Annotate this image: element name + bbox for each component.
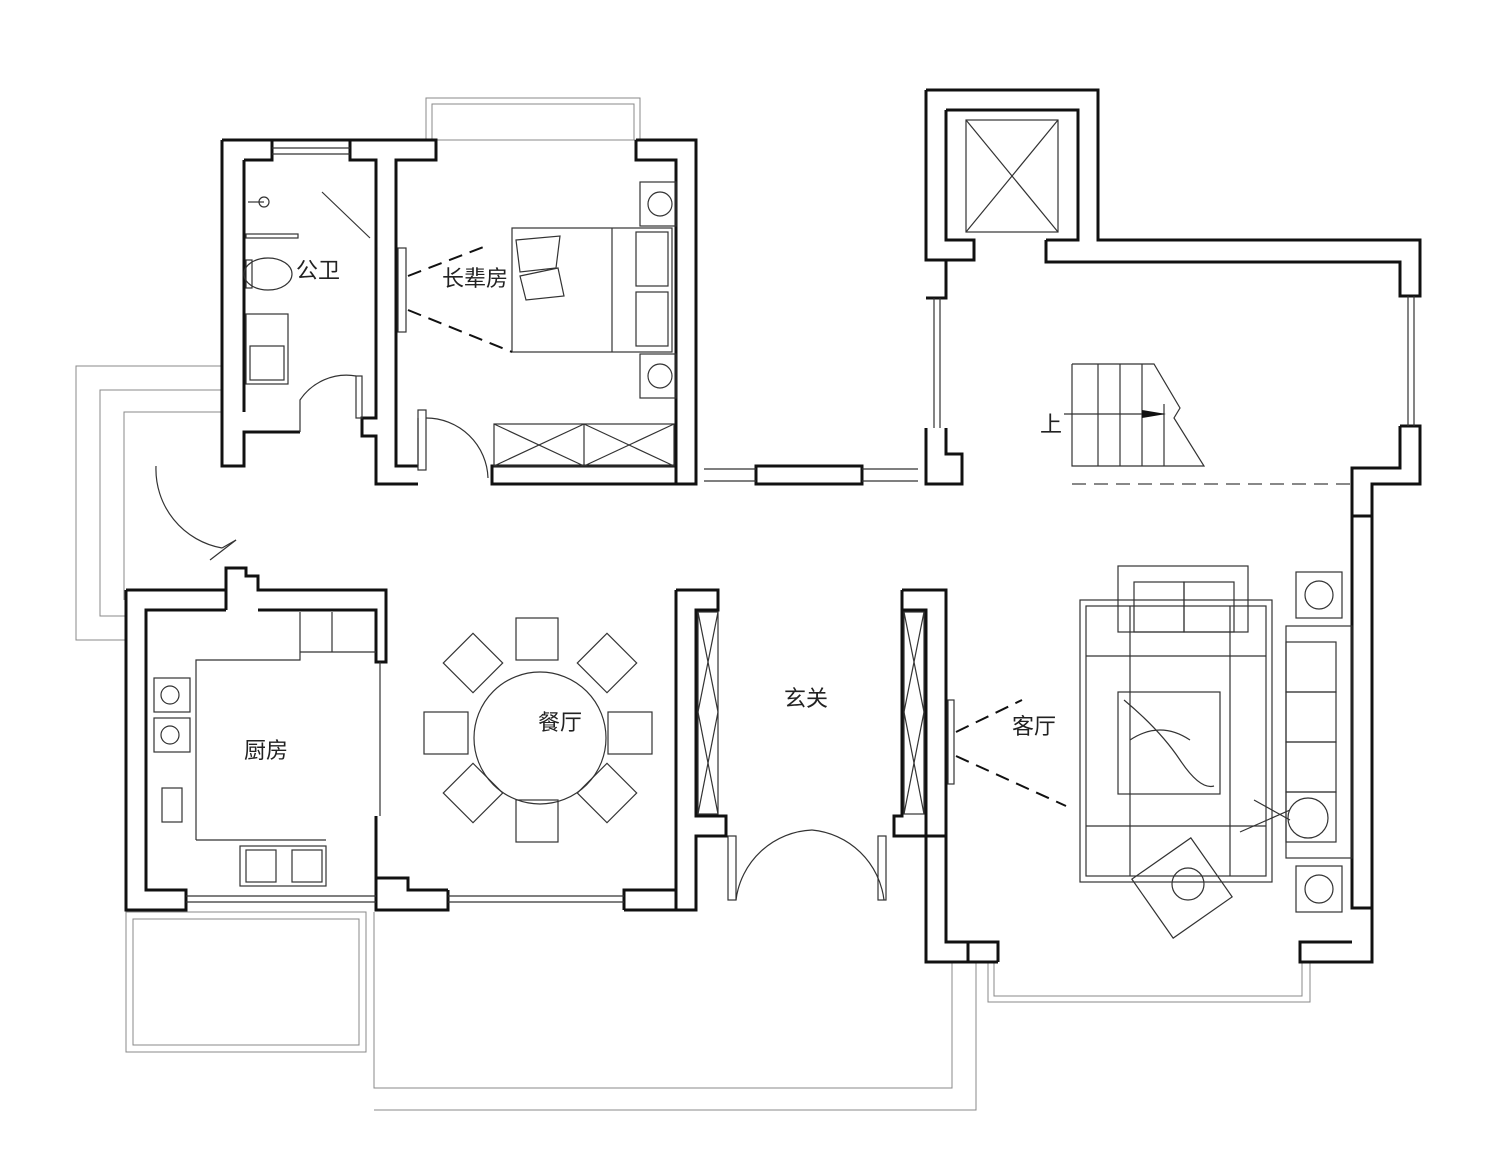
label-entrance: 玄关 — [784, 687, 828, 712]
elder-room-furniture — [397, 181, 677, 467]
label-bathroom: 公卫 — [296, 259, 340, 284]
bathroom-fixtures — [243, 191, 371, 385]
kitchen-fixtures — [153, 612, 376, 887]
label-elder-room: 长辈房 — [442, 267, 508, 292]
label-living: 客厅 — [1012, 715, 1056, 740]
room-labels: 公卫 长辈房 厨房 餐厅 玄关 客厅 上 — [244, 259, 1062, 764]
dining-set — [423, 617, 653, 843]
label-dining: 餐厅 — [538, 711, 582, 736]
elevator — [965, 119, 1059, 233]
walls — [124, 88, 1422, 964]
exterior-outlines — [75, 97, 1311, 1111]
label-stairs-up: 上 — [1040, 413, 1062, 438]
living-room-furniture — [947, 565, 1353, 939]
label-kitchen: 厨房 — [244, 739, 288, 764]
stairs — [1064, 363, 1352, 485]
doors — [155, 374, 887, 901]
entrance-cabinets — [697, 611, 925, 815]
